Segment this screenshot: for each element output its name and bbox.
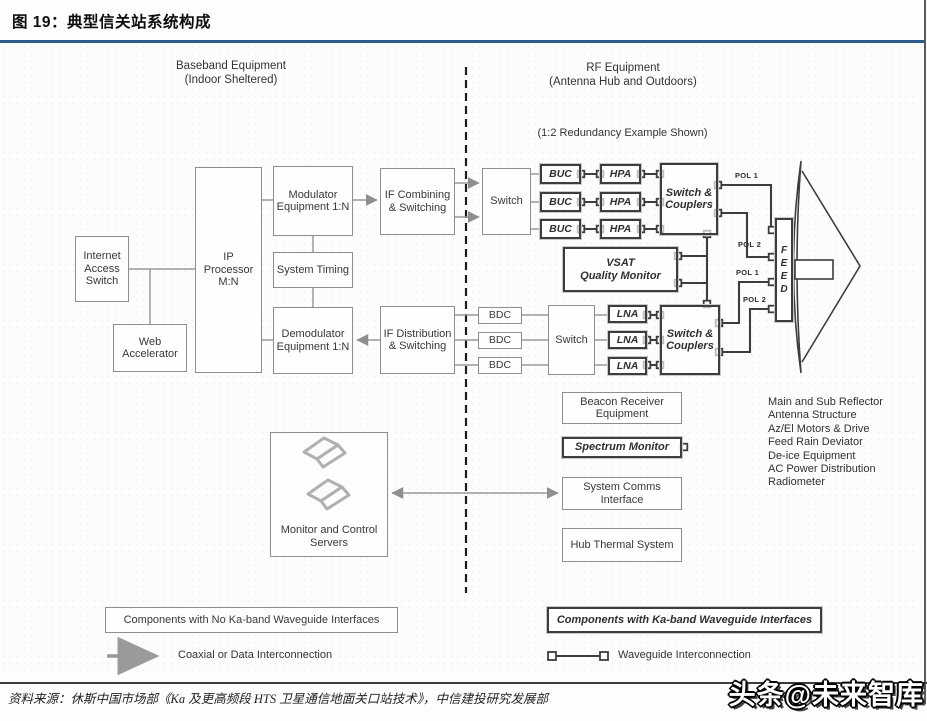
title-accent-rule <box>0 40 925 43</box>
legend-waveguide-label: Waveguide Interconnection <box>618 649 751 661</box>
if-distribution-box: IF Distribution & Switching <box>380 306 455 374</box>
feed-letter: E <box>780 271 788 282</box>
footer-rule <box>0 682 927 684</box>
pol-label: POL 1 <box>735 171 759 180</box>
bdc-box: BDC <box>478 307 522 324</box>
if-combining-box: IF Combining & Switching <box>380 168 455 235</box>
tx-switch-couplers-box: Switch & Couplers <box>660 163 718 235</box>
hpa-box: HPA <box>600 164 641 184</box>
monitor-control-servers-label: Monitor and Control Servers <box>280 524 378 549</box>
lna-box: LNA <box>608 357 647 375</box>
hub-thermal-system-box: Hub Thermal System <box>562 528 682 562</box>
rf-heading-line2: (Antenna Hub and Outdoors) <box>549 75 697 88</box>
bdc-box: BDC <box>478 357 522 374</box>
redundancy-note: (1:2 Redundancy Example Shown) <box>537 127 708 139</box>
vsat-line1: VSAT <box>606 257 635 269</box>
lna-box: LNA <box>608 331 647 349</box>
hpa-box: HPA <box>600 192 641 212</box>
lna-box: LNA <box>608 305 647 323</box>
demodulator-box: Demodulator Equipment 1:N <box>273 307 353 374</box>
vsat-quality-monitor-box: VSAT Quality Monitor <box>563 247 678 292</box>
legend-coax-label: Coaxial or Data Interconnection <box>178 649 333 661</box>
feed-letter: F <box>780 245 788 256</box>
feed-letter: E <box>780 258 788 269</box>
antenna-note: Antenna Structure <box>768 409 857 422</box>
buc-box: BUC <box>540 192 581 212</box>
legend-waveguide-box: Components with Ka-band Waveguide Interf… <box>547 607 822 633</box>
rx-switch-box: Switch <box>548 305 595 375</box>
antenna-notes-list: Main and Sub Reflector Antenna Structure… <box>768 396 908 490</box>
ip-processor-box: IP Processor M:N <box>195 167 262 373</box>
figure-title: 图 19：典型信关站系统构成 <box>12 14 212 31</box>
system-timing-box: System Timing <box>273 252 353 288</box>
feed-box: F E E D <box>775 218 793 322</box>
hpa-box: HPA <box>600 219 641 239</box>
rx-switch-couplers-box: Switch & Couplers <box>660 305 720 375</box>
antenna-note: Main and Sub Reflector <box>768 396 883 408</box>
internet-access-switch-box: Internet Access Switch <box>75 236 129 302</box>
buc-box: BUC <box>540 164 581 184</box>
system-comms-interface-box: System Comms Interface <box>562 477 682 510</box>
antenna-note: AC Power Distribution <box>768 463 876 476</box>
watermark-logo: 头条@未来智库 <box>728 680 924 710</box>
baseband-heading: Baseband Equipment (Indoor Sheltered) <box>150 60 312 87</box>
baseband-heading-line2: (Indoor Sheltered) <box>184 73 278 86</box>
bdc-box: BDC <box>478 332 522 349</box>
modulator-box: Modulator Equipment 1:N <box>273 166 353 236</box>
feed-letter: D <box>780 284 788 295</box>
antenna-note: Radiometer <box>768 476 825 489</box>
vsat-line2: Quality Monitor <box>580 269 661 282</box>
antenna-note: Az/El Motors & Drive <box>768 422 870 435</box>
baseband-heading-line1: Baseband Equipment <box>176 60 286 72</box>
source-attribution: 资料来源：休斯中国市场部《Ka 及更高频段 HTS 卫星通信地面关口站技术》，中… <box>8 692 548 706</box>
beacon-receiver-box: Beacon Receiver Equipment <box>562 392 682 424</box>
page-right-border <box>924 0 926 704</box>
legend-no-waveguide-box: Components with No Ka-band Waveguide Int… <box>105 607 398 633</box>
pol-label: POL 2 <box>743 295 767 304</box>
monitor-control-servers-box: Monitor and Control Servers <box>270 432 388 557</box>
pol-label: POL 1 <box>736 268 760 277</box>
web-accelerator-box: Web Accelerator <box>113 324 187 372</box>
pol-label: POL 2 <box>738 240 762 249</box>
antenna-note: Feed Rain Deviator <box>768 436 863 449</box>
rf-heading-line1: RF Equipment <box>586 62 660 74</box>
spectrum-monitor-box: Spectrum Monitor <box>562 437 682 458</box>
rf-heading: RF Equipment (Antenna Hub and Outdoors) <box>538 62 708 89</box>
antenna-note: De-ice Equipment <box>768 449 856 462</box>
buc-box: BUC <box>540 219 581 239</box>
tx-switch-box: Switch <box>482 168 531 235</box>
